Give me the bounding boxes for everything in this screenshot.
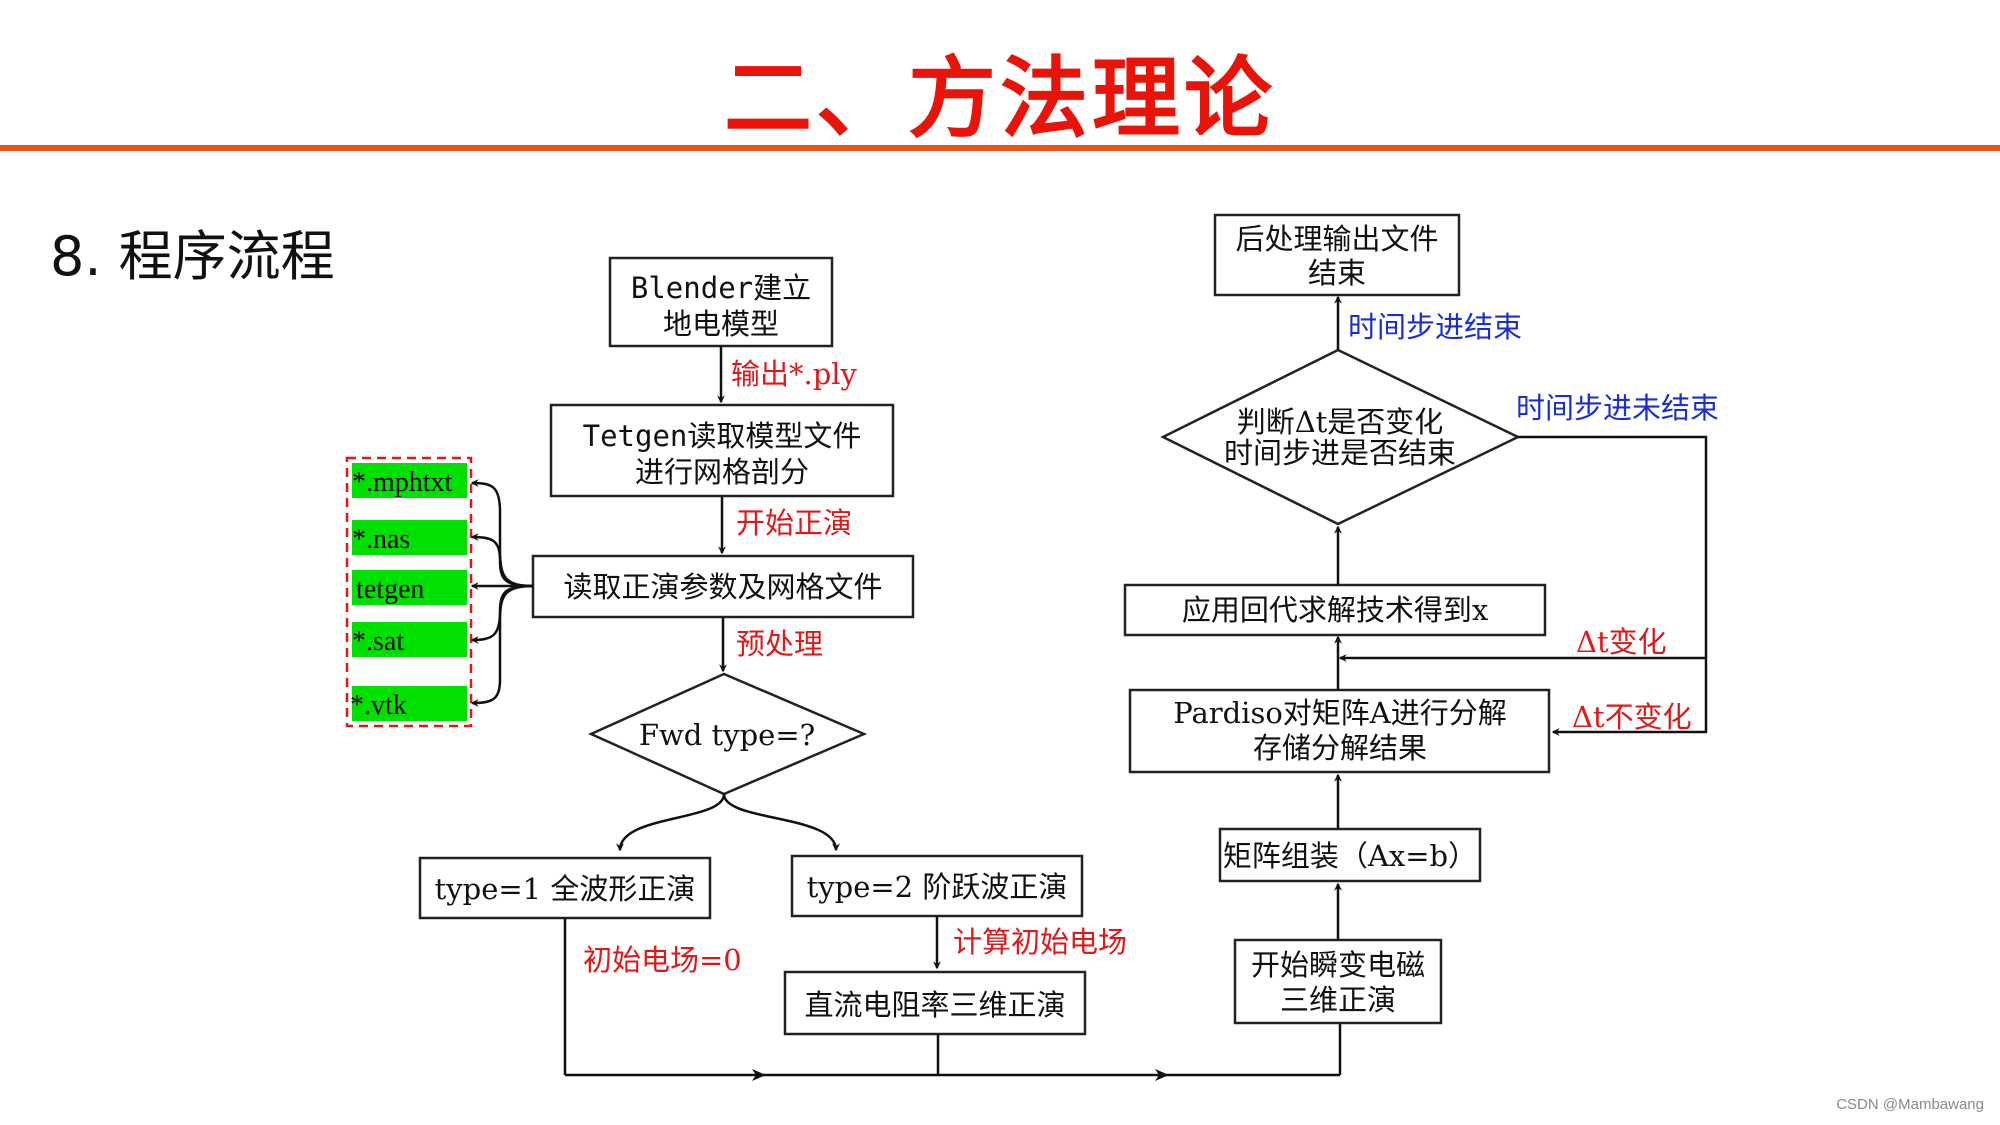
label-preprocess: 预处理 (736, 627, 823, 661)
label-dt-changed: Δt变化 (1576, 625, 1667, 659)
label-dt-unchanged: Δt不变化 (1572, 700, 1692, 734)
node-pardiso: Pardiso对矩阵A进行分解 存储分解结果 (1128, 688, 1551, 774)
svg-text:*.vtk: *.vtk (350, 690, 407, 721)
node-dc3d-line1: 直流电阻率三维正演 (804, 988, 1065, 1022)
svg-text:*.nas: *.nas (352, 524, 410, 555)
svg-text:*.sat: *.sat (352, 626, 404, 657)
node-backsub-line1: 应用回代求解技术得到x (1182, 593, 1488, 627)
node-blender-line1: Blender建立 (631, 271, 811, 305)
mesh-format-frame (345, 456, 473, 728)
node-start-tem-line1: 开始瞬变电磁 (1251, 948, 1425, 982)
node-start-tem: 开始瞬变电磁 三维正演 (1233, 938, 1443, 1025)
node-read-params: 读取正演参数及网格文件 (531, 554, 915, 619)
label-compute-init-field: 计算初始电场 (953, 925, 1127, 959)
svg-text:*.mphtxt: *.mphtxt (352, 467, 453, 498)
node-type2-line1: type=2 阶跃波正演 (807, 870, 1068, 904)
mesh-format-item: tetgen (352, 570, 467, 605)
node-tetgen-line2: 进行网格剖分 (635, 455, 809, 489)
node-assemble-line1: 矩阵组装（Ax=b） (1223, 839, 1477, 873)
node-type1-line1: type=1 全波形正演 (435, 872, 696, 906)
mesh-format-item: *.mphtxt (352, 463, 467, 498)
node-pardiso-line1: Pardiso对矩阵A进行分解 (1173, 696, 1507, 730)
node-blender-line2: 地电模型 (663, 307, 779, 341)
node-judge-line2: 时间步进是否结束 (1224, 436, 1456, 470)
node-assemble: 矩阵组装（Ax=b） (1218, 827, 1482, 883)
label-time-step-not-done: 时间步进未结束 (1516, 391, 1719, 425)
node-fwd-type-line1: Fwd type=? (639, 718, 815, 752)
node-tetgen: Tetgen读取模型文件 进行网格剖分 (549, 403, 895, 498)
node-post: 后处理输出文件 结束 (1213, 213, 1461, 297)
label-output-ply: 输出*.ply (731, 357, 858, 391)
mesh-format-list: *.mphtxt *.nas tetgen *.sat *.vtk (345, 456, 473, 728)
node-tetgen-line1: Tetgen读取模型文件 (583, 419, 862, 453)
mesh-format-item: *.nas (352, 520, 467, 555)
node-judge: 判断Δt是否变化 时间步进是否结束 (1160, 348, 1521, 526)
node-post-line2: 结束 (1308, 256, 1366, 290)
merge-arrowhead-1 (752, 1069, 766, 1081)
label-time-step-done: 时间步进结束 (1348, 310, 1522, 344)
merge-arrowhead-2 (1155, 1069, 1169, 1081)
label-start-forward: 开始正演 (736, 506, 852, 540)
node-type1: type=1 全波形正演 (418, 856, 712, 920)
watermark: CSDN @Mambawang (1836, 1096, 1984, 1113)
label-init-field-zero: 初始电场=0 (583, 943, 742, 977)
edges-read-to-formats (470, 479, 534, 707)
title-divider (0, 145, 2000, 151)
node-judge-line1: 判断Δt是否变化 (1237, 405, 1444, 439)
svg-text:tetgen: tetgen (356, 574, 424, 605)
edge-fwdtype-type2 (722, 793, 840, 852)
edge-fwdtype-type1 (616, 793, 726, 852)
section-heading: 8. 程序流程 (50, 225, 335, 288)
node-pardiso-line2: 存储分解结果 (1253, 731, 1427, 765)
mesh-format-item: *.sat (352, 622, 467, 657)
node-type2: type=2 阶跃波正演 (790, 854, 1084, 918)
node-dc3d: 直流电阻率三维正演 (783, 970, 1087, 1036)
node-fwd-type: Fwd type=? (587, 672, 868, 796)
node-post-line1: 后处理输出文件 (1235, 222, 1438, 256)
slide-title: 二、方法理论 (723, 47, 1276, 150)
node-blender: Blender建立 地电模型 (608, 256, 834, 348)
node-start-tem-line2: 三维正演 (1280, 983, 1396, 1017)
edge-loop-dt-unchanged (1518, 435, 1708, 736)
mesh-format-item: *.vtk (350, 686, 467, 721)
node-backsub: 应用回代求解技术得到x (1123, 583, 1547, 637)
node-read-params-line1: 读取正演参数及网格文件 (563, 570, 882, 604)
